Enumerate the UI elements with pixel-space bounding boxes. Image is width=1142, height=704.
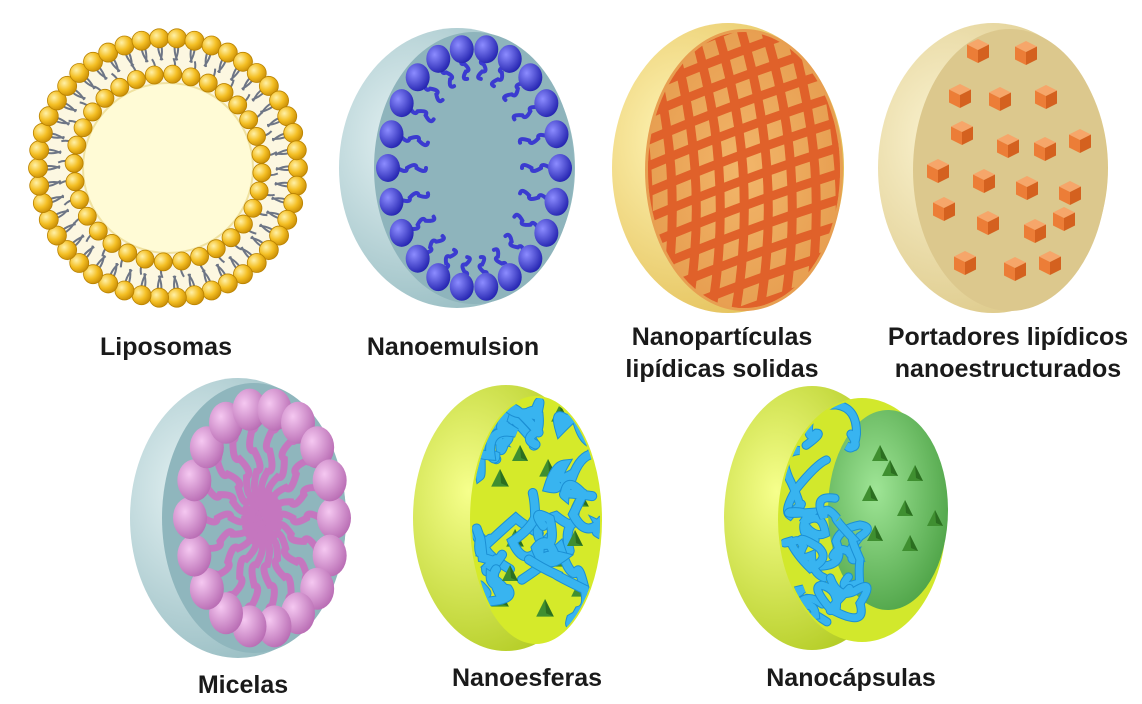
nlc-illustration xyxy=(878,23,1108,313)
nanosphere-illustration xyxy=(413,385,608,651)
nanocapsulas-label: Nanocápsulas xyxy=(766,664,936,692)
portadores-label-line2: nanoestructurados xyxy=(895,355,1121,383)
nlp-label-line2: lipídicas solidas xyxy=(625,355,818,383)
micelle-illustration xyxy=(130,378,351,658)
solid-lipid-nanoparticle-illustration xyxy=(612,0,864,356)
liposome-illustration xyxy=(29,29,308,307)
micelas-label: Micelas xyxy=(198,671,288,699)
nanoemulsion-illustration xyxy=(339,28,575,308)
nanoesferas-label: Nanoesferas xyxy=(452,664,602,692)
nanocapsule-illustration xyxy=(724,386,948,650)
nanoemulsion-label: Nanoemulsion xyxy=(367,333,539,361)
liposomas-label: Liposomas xyxy=(100,333,232,361)
portadores-label-line1: Portadores lipídicos xyxy=(888,323,1128,351)
nlp-label-line1: Nanopartículas xyxy=(632,323,813,351)
